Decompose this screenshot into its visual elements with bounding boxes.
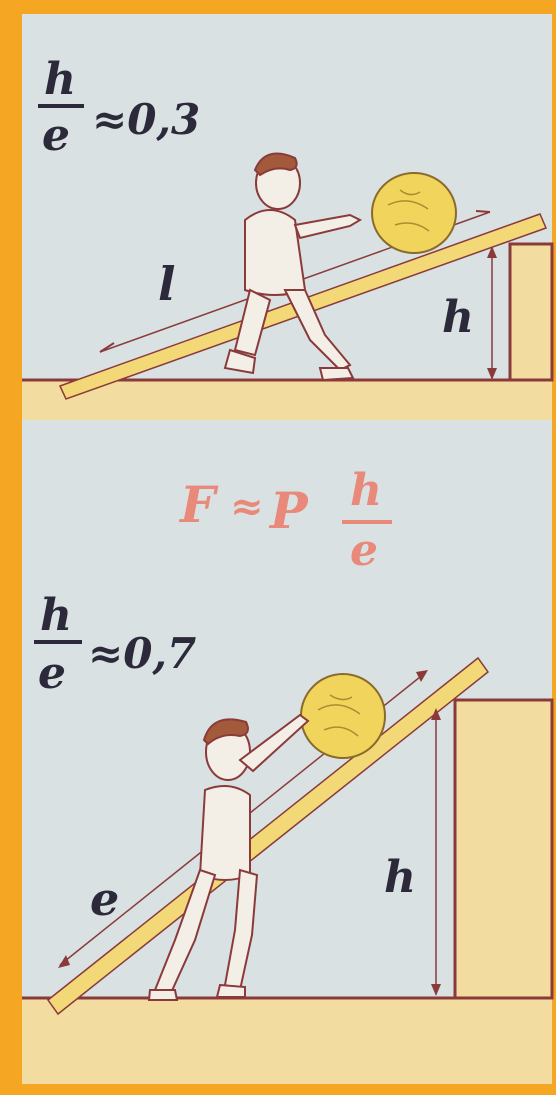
bottom-length-label: e bbox=[90, 872, 119, 926]
bottom-ratio-denominator: e bbox=[38, 648, 66, 699]
formula-numerator: h bbox=[350, 465, 382, 516]
force-formula: F ≈ P h e bbox=[178, 465, 392, 576]
top-boulder bbox=[371, 172, 457, 254]
formula-denominator: e bbox=[350, 525, 378, 576]
top-step-block bbox=[508, 242, 554, 382]
top-ground bbox=[22, 380, 552, 420]
bottom-ratio-value: ≈0,7 bbox=[88, 629, 196, 678]
top-height-label: h bbox=[442, 292, 474, 343]
top-length-label: l bbox=[158, 257, 175, 311]
bottom-height-label: h bbox=[384, 852, 416, 903]
formula-p: P bbox=[268, 481, 309, 540]
bottom-ground bbox=[22, 998, 552, 1084]
bottom-boulder bbox=[300, 673, 386, 759]
bottom-plank bbox=[46, 656, 490, 1016]
formula-approx: ≈ bbox=[230, 483, 264, 530]
top-ratio-denominator: e bbox=[42, 110, 70, 161]
formula-lhs: F bbox=[178, 475, 219, 534]
top-ratio-numerator: h bbox=[44, 54, 76, 105]
bottom-step-block bbox=[453, 698, 554, 1000]
bottom-person-figure bbox=[147, 713, 310, 1001]
top-ratio-value: ≈0,3 bbox=[92, 95, 200, 144]
top-panel: h e ≈0,3 l h bbox=[22, 54, 554, 420]
top-person-figure bbox=[223, 152, 363, 382]
bottom-panel: h e ≈0,7 e h bbox=[22, 590, 554, 1084]
bottom-ratio-numerator: h bbox=[40, 590, 72, 641]
